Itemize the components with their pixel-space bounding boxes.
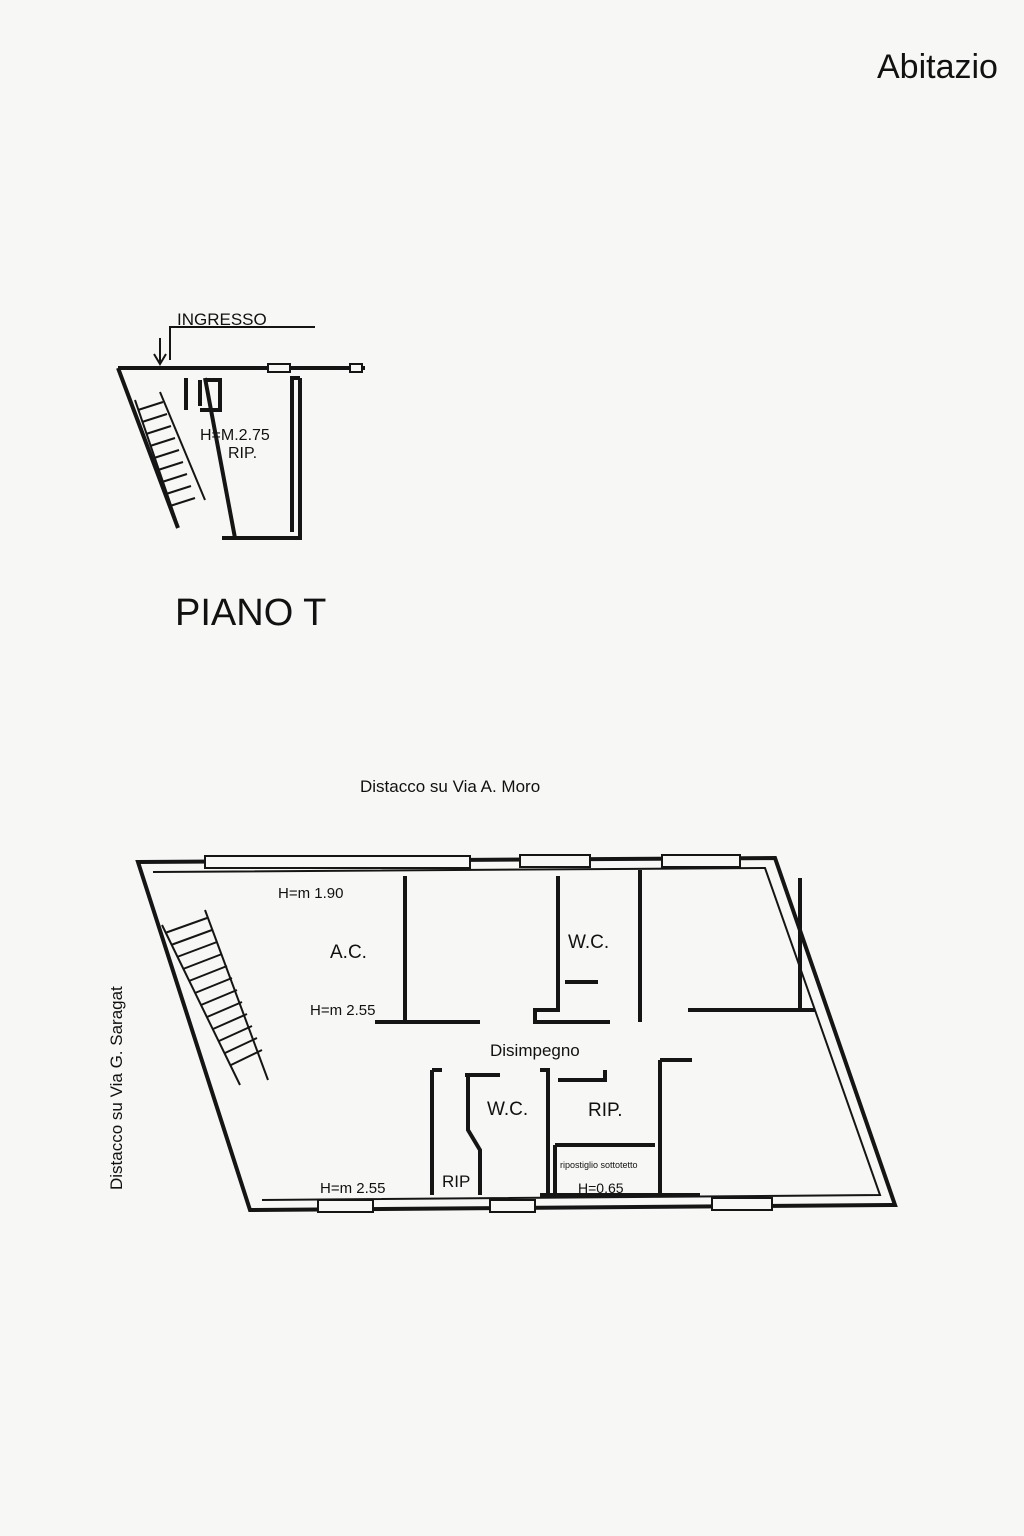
ground-window	[349, 363, 363, 373]
top-street-label: Distacco su Via A. Moro	[360, 777, 540, 796]
side-street-label: Distacco su Via G. Saragat	[107, 986, 126, 1190]
ground-floor-plan: INGRESSO H=M.2.75 RIP.	[116, 310, 365, 540]
partition-walls	[375, 870, 815, 1024]
height-top-label: H=m 1.90	[278, 885, 343, 902]
upper-window	[317, 1199, 374, 1213]
upper-window	[519, 854, 591, 868]
ground-floor-title: PIANO T	[175, 592, 326, 634]
room-ac-label: A.C.	[330, 942, 367, 963]
ground-window	[267, 363, 291, 373]
room-wc-bottom-label: W.C.	[487, 1099, 528, 1120]
ground-right-wall	[290, 376, 300, 532]
entrance-leader-line	[169, 326, 315, 360]
room-rip-small-label: RIP	[442, 1172, 470, 1191]
upper-window	[489, 1199, 536, 1213]
upper-floor-inner-outline	[152, 866, 882, 1201]
room-rip-right-label: RIP.	[588, 1100, 623, 1121]
upper-floor-stair	[161, 909, 269, 1086]
upper-window	[204, 855, 471, 869]
upper-window	[711, 1197, 773, 1211]
ground-inner-wall	[184, 378, 222, 412]
page-title: Abitazio	[877, 48, 998, 86]
corridor-label: Disimpegno	[490, 1041, 580, 1060]
entrance-label: INGRESSO	[177, 310, 267, 329]
height-cupboard-label: H=0.65	[578, 1180, 624, 1196]
upper-window	[661, 854, 741, 868]
ground-height-label: H=M.2.75	[200, 427, 270, 444]
lower-partition-walls	[430, 1058, 700, 1197]
upper-floor-plan: H=m 1.90 A.C. H=m 2.55 W.C. Disimpegno W…	[135, 854, 898, 1213]
ground-floor-stair	[134, 391, 206, 521]
entrance-arrow-icon	[153, 338, 167, 366]
room-wc-top-label: W.C.	[568, 932, 609, 953]
height-bottom-label: H=m 2.55	[320, 1180, 385, 1197]
ground-floor-outline	[116, 366, 365, 540]
ground-room-label: RIP.	[228, 445, 257, 462]
height-ac-label: H=m 2.55	[310, 1002, 375, 1019]
cupboard-note-label: ripostiglio sottotetto	[560, 1160, 638, 1170]
